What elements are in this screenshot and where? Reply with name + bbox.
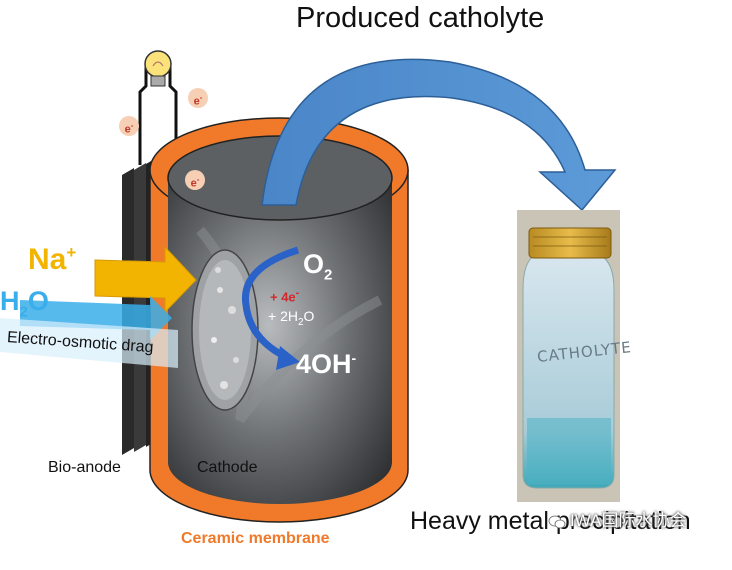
oxygen-label: O2 — [303, 249, 333, 284]
hydroxide-symbol: 4OH — [296, 349, 352, 379]
external-circuit — [138, 62, 178, 175]
water-o: O — [27, 286, 49, 316]
electron-charge: - — [196, 175, 200, 184]
electron-charge: - — [130, 121, 134, 130]
cathode-label: Cathode — [197, 459, 258, 476]
water-reactant-term: + 2H2O — [268, 309, 314, 328]
water-reactant-pre: + 2H — [268, 308, 298, 324]
sodium-flux-arrow — [94, 245, 197, 314]
ceramic-membrane-label: Ceramic membrane — [181, 530, 330, 547]
cathode-electrode-patch — [191, 249, 259, 411]
water-h: H — [0, 286, 20, 316]
electron-badge: e- — [188, 88, 208, 108]
electron-badge: e- — [185, 170, 205, 190]
oxygen-symbol: O — [303, 249, 325, 279]
electrons-charge: - — [295, 287, 300, 299]
produced-catholyte-label: Produced catholyte — [296, 2, 545, 34]
hydroxide-charge: - — [351, 350, 357, 366]
catholyte-transfer-arrow — [261, 58, 617, 212]
wechat-icon — [548, 515, 566, 528]
water-reactant-post: O — [303, 308, 315, 324]
oxygen-subscript: 2 — [324, 266, 333, 284]
electron-letter: e — [190, 177, 197, 190]
drag-band — [0, 318, 178, 368]
watermark: IWA国际水协会 — [548, 506, 686, 531]
sodium-ion-label: Na+ — [28, 244, 76, 275]
sodium-symbol: Na — [28, 243, 67, 276]
lightbulb-icon — [144, 50, 172, 87]
bio-anode-label: Bio-anode — [48, 459, 121, 476]
catholyte-bottle — [517, 210, 620, 502]
electrons-text: + 4e — [270, 289, 296, 305]
electron-badge: e- — [119, 116, 139, 136]
hydroxide-label: 4OH- — [296, 351, 356, 378]
sodium-charge: + — [66, 243, 77, 262]
electron-charge: - — [199, 93, 203, 102]
reaction-arrow — [241, 246, 300, 370]
water-reactant-sub: 2 — [297, 316, 304, 328]
electrons-term: + 4e- — [270, 287, 300, 305]
electron-letter: e — [193, 95, 200, 108]
water-label: H2O — [0, 286, 49, 321]
watermark-text: IWA国际水协会 — [570, 511, 687, 530]
electron-letter: e — [124, 123, 131, 136]
water-subscript: 2 — [19, 303, 28, 321]
